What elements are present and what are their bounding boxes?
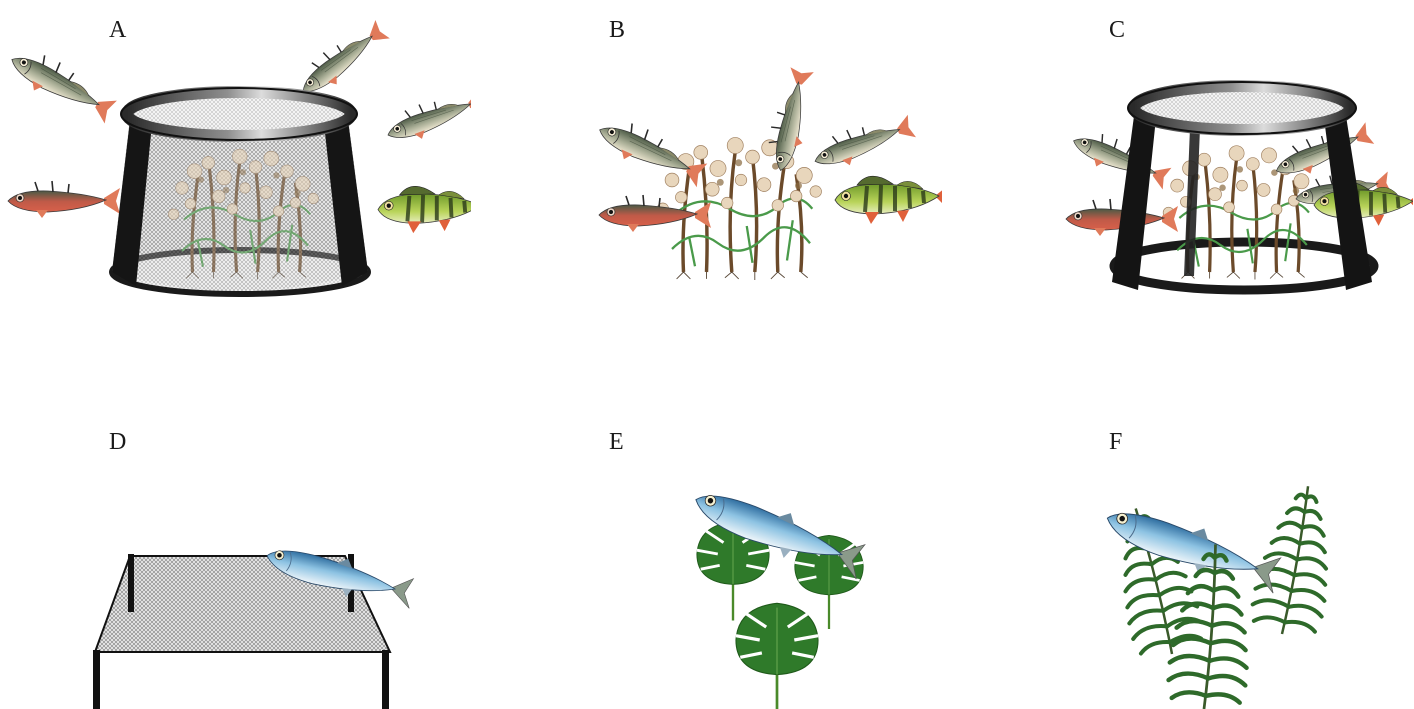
sprat-icon (1099, 502, 1285, 595)
panel-b-illustration (471, 0, 942, 354)
red-stickleback-icon (599, 195, 711, 232)
open-cage (1066, 82, 1413, 290)
stickleback-icon (1068, 124, 1174, 193)
stickleback-icon (763, 66, 818, 174)
stickleback-icon (593, 112, 710, 191)
panel-d: D (0, 354, 471, 709)
perch-icon (835, 176, 942, 224)
panel-e-illustration (471, 354, 942, 709)
open-plant-cluster (657, 137, 821, 280)
red-stickleback-icon (8, 181, 120, 218)
panel-e: E (471, 354, 942, 709)
perch-icon (378, 186, 471, 233)
panel-a-illustration (0, 0, 471, 354)
panel-b: B (471, 0, 942, 354)
panel-d-illustration (0, 354, 471, 709)
panel-a: A (0, 0, 471, 354)
panel-c-illustration (942, 0, 1413, 354)
panel-f: F (942, 354, 1413, 709)
mesh-cage (112, 88, 368, 294)
panel-f-illustration (942, 354, 1413, 709)
monstera-leaf-icon (736, 603, 818, 709)
stickleback-icon (4, 42, 120, 127)
panel-c: C (942, 0, 1413, 354)
stickleback-icon (809, 109, 917, 176)
stickleback-icon (382, 84, 471, 150)
fern-frond-icon (1249, 480, 1344, 640)
stickleback-icon (292, 15, 392, 103)
